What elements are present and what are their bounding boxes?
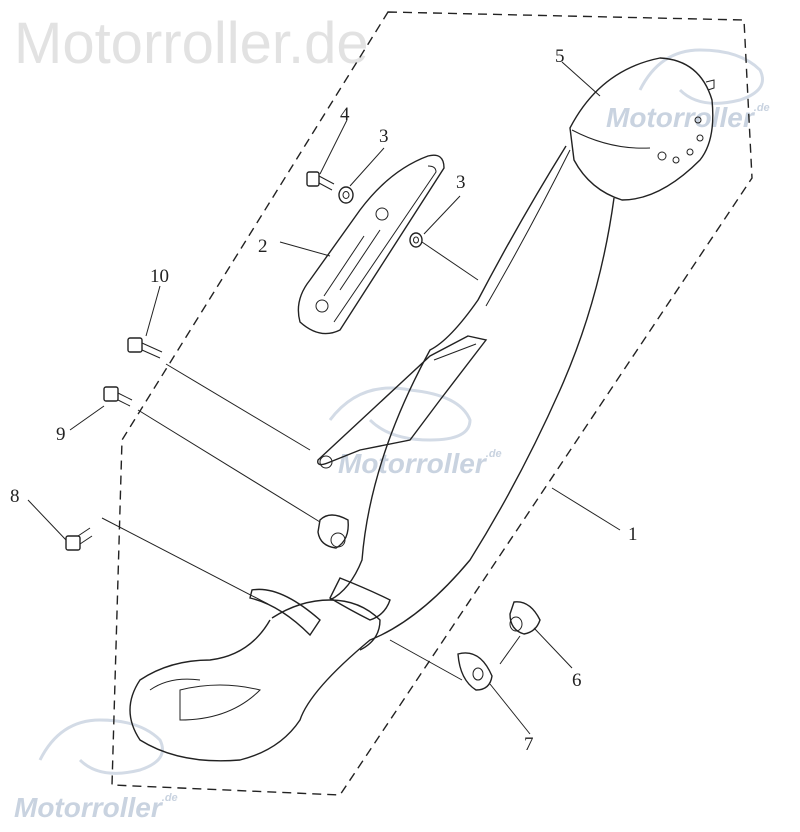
washer-3-left [338,186,354,204]
callout-3-right: 3 [456,172,466,193]
callout-6: 6 [572,670,582,691]
mounting-bracket [317,335,488,549]
callout-labels: 1 2 3 3 4 5 6 7 8 9 10 [10,46,638,755]
watermark-logo-top-right: Motorroller.de [606,102,770,133]
callout-4: 4 [340,104,350,125]
callout-9: 9 [56,424,66,445]
muffler-endcap [569,57,715,201]
bolt-4 [306,171,335,191]
heat-shield [297,154,445,335]
callout-2: 2 [258,236,268,257]
watermark-site: Motorroller.de [14,11,369,76]
part-6-cap [509,601,541,635]
callout-8: 8 [10,486,20,507]
watermark-scooter-icons [38,48,764,775]
leader-lines [27,61,621,735]
assembly-outline [111,11,753,796]
callout-7: 7 [524,734,534,755]
callout-5: 5 [555,46,565,67]
bolt-9 [103,386,133,407]
callout-1: 1 [628,524,638,545]
callout-3-top: 3 [379,126,389,147]
washer-3-right [409,232,423,248]
watermark-logo-bottom-left: Motorroller.de [14,792,178,823]
bolt-8 [65,527,93,551]
part-7-gasket [457,652,493,691]
bolt-10 [127,337,163,359]
watermark-logo-center: Motorroller.de [338,448,502,479]
muffler-body [129,145,615,762]
callout-10: 10 [150,266,169,287]
